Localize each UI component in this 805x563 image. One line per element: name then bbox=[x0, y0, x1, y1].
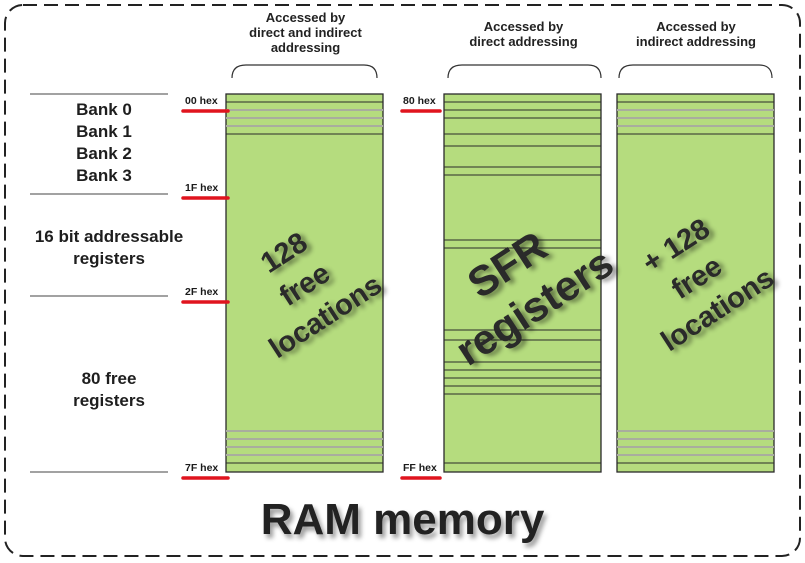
header-col1-line1: Accessed by bbox=[265, 10, 346, 25]
dashed-border bbox=[4, 4, 801, 557]
address-ff: FF hex bbox=[403, 462, 437, 474]
label-bit-addressable-line2: registers bbox=[73, 249, 145, 268]
address-80: 80 hex bbox=[403, 95, 436, 107]
ram-block-lower bbox=[225, 93, 384, 473]
header-col3-line2: indirect addressing bbox=[636, 34, 756, 49]
brace-col2 bbox=[447, 64, 602, 79]
address-7f: 7F hex bbox=[185, 462, 219, 474]
header-col1-line2: direct and indirect bbox=[249, 25, 362, 40]
address-00: 00 hex bbox=[185, 95, 218, 107]
label-bit-addressable-line1: 16 bit addressable bbox=[34, 227, 184, 246]
header-col1-line3: addressing bbox=[270, 40, 341, 55]
header-indirect: Accessed by indirect addressing bbox=[616, 19, 776, 49]
ram-block-sfr bbox=[443, 93, 602, 473]
label-free-registers-line2: registers bbox=[73, 391, 145, 410]
label-bank-0: Bank 0 bbox=[76, 100, 132, 119]
header-col3-line1: Accessed by bbox=[656, 19, 736, 34]
header-direct: Accessed by direct addressing bbox=[445, 19, 602, 49]
label-free-registers: 80 free registers bbox=[44, 368, 174, 412]
diagram-title: RAM memory bbox=[260, 495, 545, 544]
header-direct-indirect: Accessed by direct and indirect addressi… bbox=[228, 10, 383, 55]
header-col2-line2: direct addressing bbox=[469, 34, 578, 49]
header-col2-line1: Accessed by bbox=[483, 19, 564, 34]
brace-col3 bbox=[618, 64, 773, 79]
label-bank-2: Bank 2 bbox=[76, 144, 132, 163]
label-bank-1: Bank 1 bbox=[76, 122, 132, 141]
address-2f: 2F hex bbox=[185, 286, 219, 298]
ram-block-upper bbox=[616, 93, 775, 473]
label-bit-addressable: 16 bit addressable registers bbox=[14, 226, 204, 270]
label-banks: Bank 0 Bank 1 Bank 2 Bank 3 bbox=[44, 99, 164, 187]
address-1f: 1F hex bbox=[185, 182, 219, 194]
label-free-registers-line1: 80 free bbox=[81, 369, 137, 388]
brace-col1 bbox=[231, 64, 378, 79]
label-bank-3: Bank 3 bbox=[76, 166, 132, 185]
